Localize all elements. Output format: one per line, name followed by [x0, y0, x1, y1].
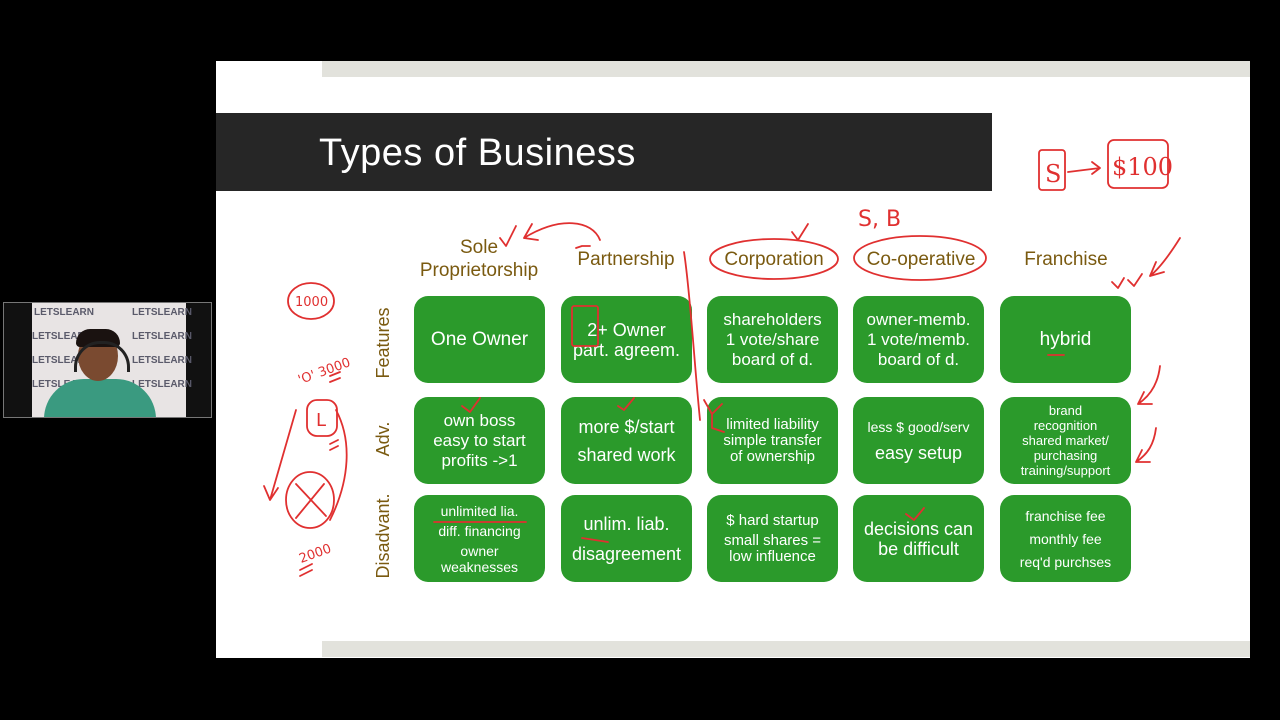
cell-text: decisions can	[863, 518, 974, 539]
webcam-watermark: LETSLEARN	[132, 331, 192, 342]
slide-top-bar	[322, 61, 1250, 77]
cell-text: board of d.	[731, 349, 814, 369]
cell-features-corporation: shareholders 1 vote/share board of d.	[707, 296, 838, 383]
cell-text: more $/start	[578, 416, 675, 437]
webcam-overlay[interactable]: LETSLEARN LETSLEARN LETSLEARN LETSLEARN …	[3, 302, 212, 418]
col-head-sole-line1: Sole	[459, 237, 499, 258]
col-head-franchise: Franchise	[1024, 249, 1108, 270]
cell-text: small shares =	[723, 531, 822, 549]
col-head-sole-proprietorship: Sole Proprietorship	[408, 236, 550, 282]
cell-text: $ hard startup	[726, 511, 819, 529]
webcam-watermark: LETSLEARN	[132, 307, 192, 318]
cell-text: brand	[1048, 403, 1083, 418]
cell-text: part. agreem.	[572, 339, 681, 360]
cell-text: 2+ Owner	[587, 319, 666, 340]
cell-text: easy to start	[433, 430, 526, 450]
cell-features-partnership: 2+ Owner part. agreem.	[561, 296, 692, 383]
cell-text: req'd purchses	[1019, 553, 1112, 570]
presenter-body	[44, 379, 156, 417]
cell-text: recognition	[1033, 418, 1098, 433]
cell-features-sole: One Owner	[414, 296, 545, 383]
cell-text: weaknesses	[440, 558, 519, 575]
cell-text: diff. financing	[438, 522, 521, 539]
row-head-features: Features	[373, 307, 393, 379]
cell-text: less $ good/serv	[867, 418, 970, 435]
cell-adv-partnership: more $/start shared work	[561, 397, 692, 484]
cell-text: purchasing	[1033, 448, 1098, 463]
cell-text: franchise fee	[1025, 507, 1106, 524]
cell-adv-sole: own boss easy to start profits ->1	[414, 397, 545, 484]
cell-adv-cooperative: less $ good/serv easy setup	[853, 397, 984, 484]
cell-features-cooperative: owner-memb. 1 vote/memb. board of d.	[853, 296, 984, 383]
cell-text: limited liability	[726, 415, 819, 433]
cell-text: monthly fee	[1029, 530, 1102, 547]
cell-dis-sole: unlimited lia. diff. financing owner wea…	[414, 495, 545, 582]
col-head-co-operative: Co-operative	[866, 249, 976, 270]
cell-text: training/support	[1020, 463, 1111, 478]
cell-text: hybrid	[1039, 329, 1092, 350]
cell-text: be difficult	[878, 538, 959, 559]
cell-text: simple transfer	[723, 431, 822, 449]
cell-text: unlimited lia.	[440, 502, 519, 519]
webcam-watermark: LETSLEARN	[34, 307, 94, 318]
cell-text: profits ->1	[441, 450, 518, 470]
col-head-sole-line2: Proprietorship	[419, 260, 539, 281]
cell-text: board of d.	[877, 349, 960, 369]
cell-text: 1 vote/memb.	[867, 329, 970, 349]
cell-text: disagreement	[571, 543, 682, 564]
webcam-watermark: LETSLEARN	[32, 331, 92, 342]
cell-text: unlim. liab.	[583, 513, 670, 534]
cell-dis-cooperative: decisions can be difficult	[853, 495, 984, 582]
cell-text: low influence	[729, 547, 816, 565]
webcam-watermark: LETSLEARN	[132, 379, 192, 390]
cell-text: of ownership	[729, 447, 816, 465]
cell-text: 1 vote/share	[725, 329, 820, 349]
cell-features-franchise: hybrid	[1000, 296, 1131, 383]
cell-text: shared market/	[1022, 433, 1109, 448]
cell-adv-franchise: brand recognition shared market/ purchas…	[1000, 397, 1131, 484]
cell-adv-corporation: limited liability simple transfer of own…	[707, 397, 838, 484]
row-head-adv: Adv.	[373, 421, 393, 457]
cell-dis-partnership: unlim. liab. disagreement	[561, 495, 692, 582]
col-head-corporation: Corporation	[724, 249, 824, 270]
cell-text: One Owner	[430, 329, 529, 350]
cell-text: owner	[460, 542, 499, 559]
slide-title: Types of Business	[319, 132, 636, 174]
row-head-disadvant: Disadvant.	[373, 493, 393, 579]
cell-text: shared work	[577, 444, 676, 465]
webcam-watermark: LETSLEARN	[32, 355, 92, 366]
cell-text: easy setup	[874, 442, 963, 463]
cell-dis-corporation: $ hard startup small shares = low influe…	[707, 495, 838, 582]
cell-text: own boss	[443, 410, 516, 430]
slide-bottom-bar	[322, 641, 1250, 657]
webcam-watermark: LETSLEARN	[132, 355, 192, 366]
cell-text: shareholders	[723, 309, 822, 329]
title-band	[216, 113, 992, 191]
cell-dis-franchise: franchise fee monthly fee req'd purchses	[1000, 495, 1131, 582]
cell-text: owner-memb.	[866, 309, 971, 329]
col-head-partnership: Partnership	[577, 249, 675, 270]
